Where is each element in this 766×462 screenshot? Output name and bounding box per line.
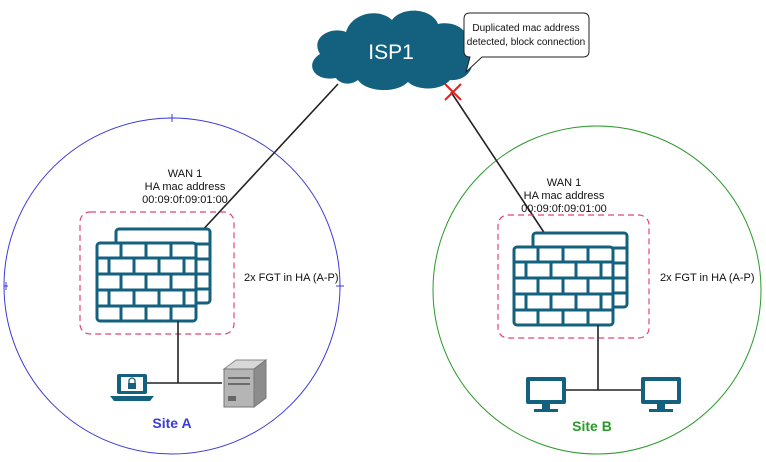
site-a-ha-box (79, 211, 235, 335)
laptop-lock-icon (110, 374, 154, 401)
site-a-circle-handles (4, 114, 344, 290)
link-isp-site-b (450, 91, 550, 241)
site-b-ha-label: HA mac address (524, 190, 605, 202)
isp-label: ISP1 (368, 41, 414, 64)
site-a-wan-label: WAN 1 (168, 168, 202, 180)
site-b-ha-box (497, 214, 650, 339)
server-icon (222, 359, 268, 408)
site-a-firewall-icon (95, 227, 212, 323)
site-b-lan-links (566, 325, 642, 391)
site-b-wan-label: WAN 1 (547, 177, 581, 189)
monitor-icon (526, 377, 566, 412)
link-isp-site-a (185, 83, 339, 249)
site-b-firewall-icon (512, 231, 629, 327)
site-a-ha-label: HA mac address (145, 181, 226, 193)
site-b-label: Site B (572, 418, 612, 434)
site-a-fgt-label: 2x FGT in HA (A-P) (244, 272, 339, 284)
isp-cloud (312, 10, 473, 91)
site-a-label: Site A (152, 415, 191, 431)
site-b-fgt-label: 2x FGT in HA (A-P) (660, 272, 755, 284)
blocked-x-icon (444, 83, 462, 101)
site-b-mac: 00:09:0f:09:01:00 (521, 203, 607, 215)
callout-line2: detected, block connection (467, 37, 585, 48)
site-a-mac: 00:09:0f:09:01:00 (142, 194, 228, 206)
callout-bubble (463, 12, 590, 74)
monitor-icon (641, 377, 681, 412)
site-b-circle (432, 125, 762, 455)
callout-line1: Duplicated mac address (472, 23, 579, 34)
site-a-lan-links (146, 321, 222, 384)
